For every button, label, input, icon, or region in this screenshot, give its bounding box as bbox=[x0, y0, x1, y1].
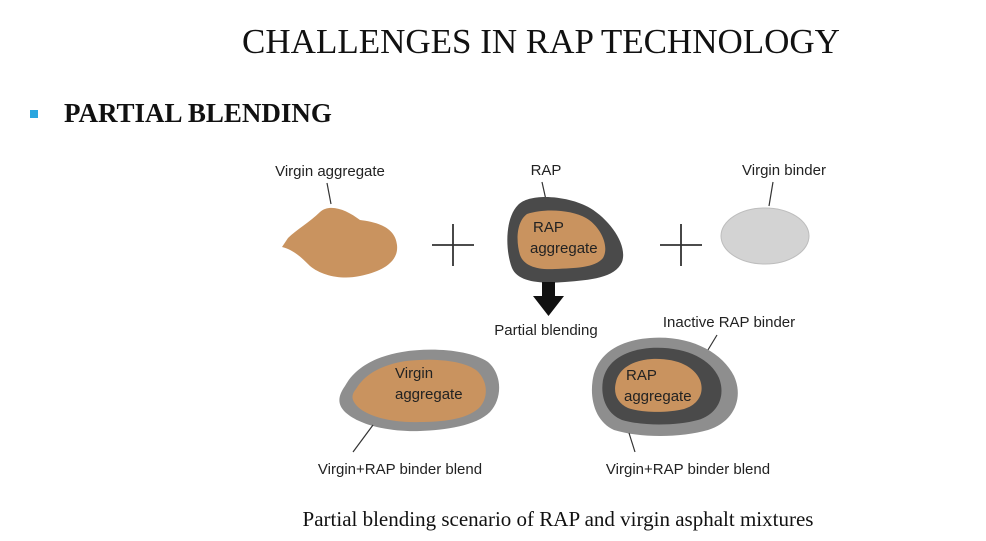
down-arrow-icon bbox=[533, 282, 564, 316]
rap-label: RAP bbox=[531, 162, 562, 179]
virgin-binder-label: Virgin binder bbox=[742, 162, 826, 179]
bullet-item: PARTIAL BLENDING bbox=[30, 98, 332, 129]
plus-icon-2 bbox=[660, 224, 702, 266]
rap-aggregate-core bbox=[517, 210, 606, 270]
left-blend-leader bbox=[352, 424, 374, 453]
right-blend-label: Virgin+RAP binder blend bbox=[606, 461, 770, 478]
virgin-binder-shape bbox=[720, 207, 810, 265]
left-result-label-2: aggregate bbox=[395, 386, 463, 403]
virgin-aggregate-label: Virgin aggregate bbox=[275, 163, 385, 180]
virgin-aggregate-leader bbox=[326, 182, 332, 205]
figure-caption: Partial blending scenario of RAP and vir… bbox=[302, 507, 814, 531]
rap-inner-label-1: RAP bbox=[533, 219, 564, 236]
bullet-heading: PARTIAL BLENDING bbox=[64, 98, 332, 128]
left-virgin-aggregate-core bbox=[352, 359, 486, 423]
plus-icon-1 bbox=[432, 224, 474, 266]
left-blend-label: Virgin+RAP binder blend bbox=[318, 461, 482, 478]
right-rap-aggregate-core bbox=[615, 358, 702, 412]
partial-blending-label: Partial blending bbox=[494, 322, 597, 339]
inactive-rap-binder-label: Inactive RAP binder bbox=[663, 314, 795, 331]
virgin-binder-leader bbox=[768, 181, 774, 207]
virgin-aggregate-shape bbox=[282, 207, 398, 278]
left-result-label-1: Virgin bbox=[395, 365, 433, 382]
rap-inner-label-2: aggregate bbox=[530, 240, 598, 257]
slide-title: CHALLENGES IN RAP TECHNOLOGY bbox=[242, 22, 840, 61]
right-result-label-2: aggregate bbox=[624, 388, 692, 405]
bullet-square-icon bbox=[30, 109, 38, 118]
right-result-label-1: RAP bbox=[626, 367, 657, 384]
right-blend-leader bbox=[628, 432, 636, 453]
